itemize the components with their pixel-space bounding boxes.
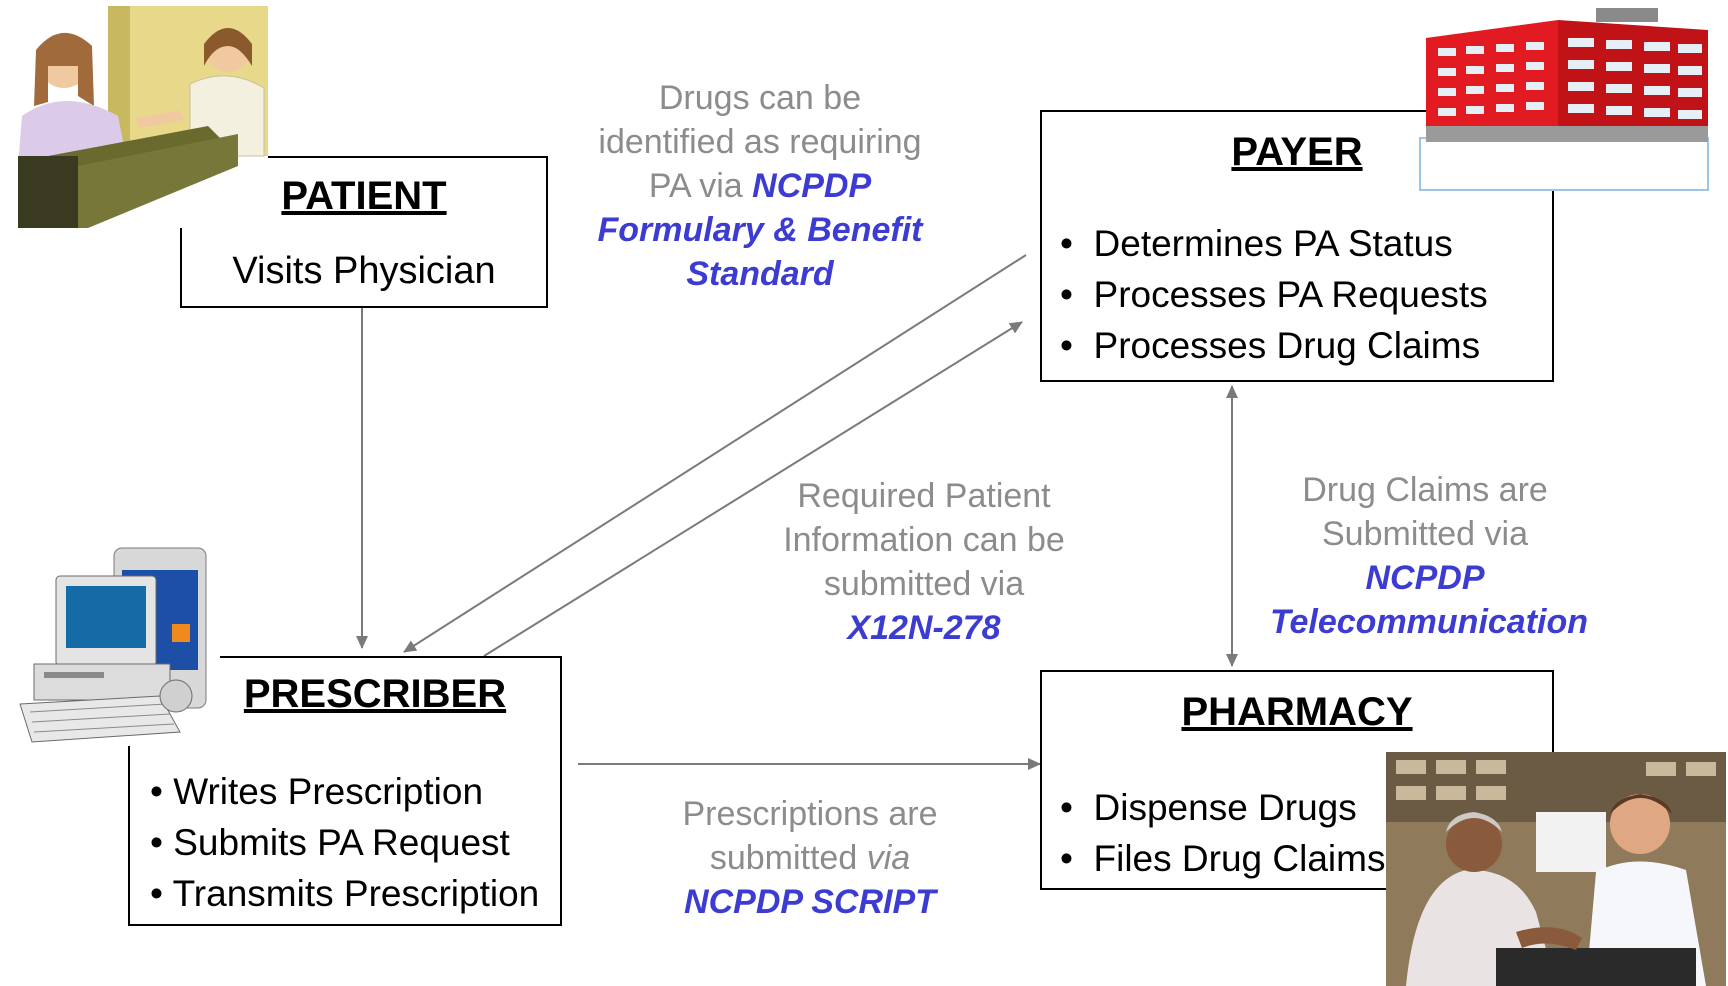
note-formulary-standard: Drugs can be identified as requiring PA … [580,76,940,296]
prescriber-computer-clipart [10,546,220,746]
payer-building-clipart [1418,8,1710,192]
list-item: • Writes Prescription [150,771,484,812]
payer-task-list: • Determines PA Status • Processes PA Re… [1060,218,1488,371]
pharmacy-photo [1386,752,1726,986]
note-line: Required Patient [797,477,1051,515]
note-line: Information can be [783,521,1065,559]
note-x12-standard: Required Patient Information can be subm… [764,474,1084,650]
note-standard-name: Standard [686,255,834,293]
note-line: submitted via [823,565,1025,603]
note-line: identified as requiring [598,123,922,161]
payer-box: PAYER • Determines PA Status • Processes… [1040,110,1554,382]
list-item: • Determines PA Status [1060,223,1453,264]
note-telecom-standard: Drug Claims are Submitted via NCPDP Tele… [1270,468,1589,644]
patient-action: Visits Physician [232,250,496,292]
note-standard-name: X12N-278 [847,609,1001,647]
note-line: Submitted via [1322,515,1528,553]
note-line: PA via NCPDP [648,167,872,205]
list-item: • Dispense Drugs [1060,787,1357,828]
note-standard-name: NCPDP SCRIPT [684,883,936,921]
note-standard-name: Telecommunication [1270,603,1589,641]
list-item: • Processes PA Requests [1060,274,1488,315]
note-standard-name: Formulary & Benefit [597,211,923,249]
note-standard-name: NCPDP [1365,559,1485,597]
pharmacy-task-list: • Dispense Drugs • Files Drug Claims [1060,782,1385,884]
note-line: Drug Claims are [1302,471,1548,509]
patient-title: PATIENT [281,174,447,218]
prescriber-task-list: • Writes Prescription • Submits PA Reque… [150,766,539,919]
payer-title: PAYER [1231,130,1363,174]
list-item: • Transmits Prescription [150,873,540,914]
note-line: submitted via [709,839,911,877]
patient-reception-clipart [8,6,268,228]
arrow-prescriber-to-payer [483,321,1023,657]
pharmacy-title: PHARMACY [1181,690,1413,734]
list-item: • Files Drug Claims [1060,838,1386,879]
prescriber-title: PRESCRIBER [243,672,507,716]
note-line: Prescriptions are [682,795,938,833]
arrow-payer-to-prescriber [403,254,1027,653]
list-item: • Processes Drug Claims [1060,325,1481,366]
list-item: • Submits PA Request [150,822,510,863]
note-line: Drugs can be [658,79,862,117]
note-script-standard: Prescriptions are submitted via NCPDP SC… [660,792,960,924]
